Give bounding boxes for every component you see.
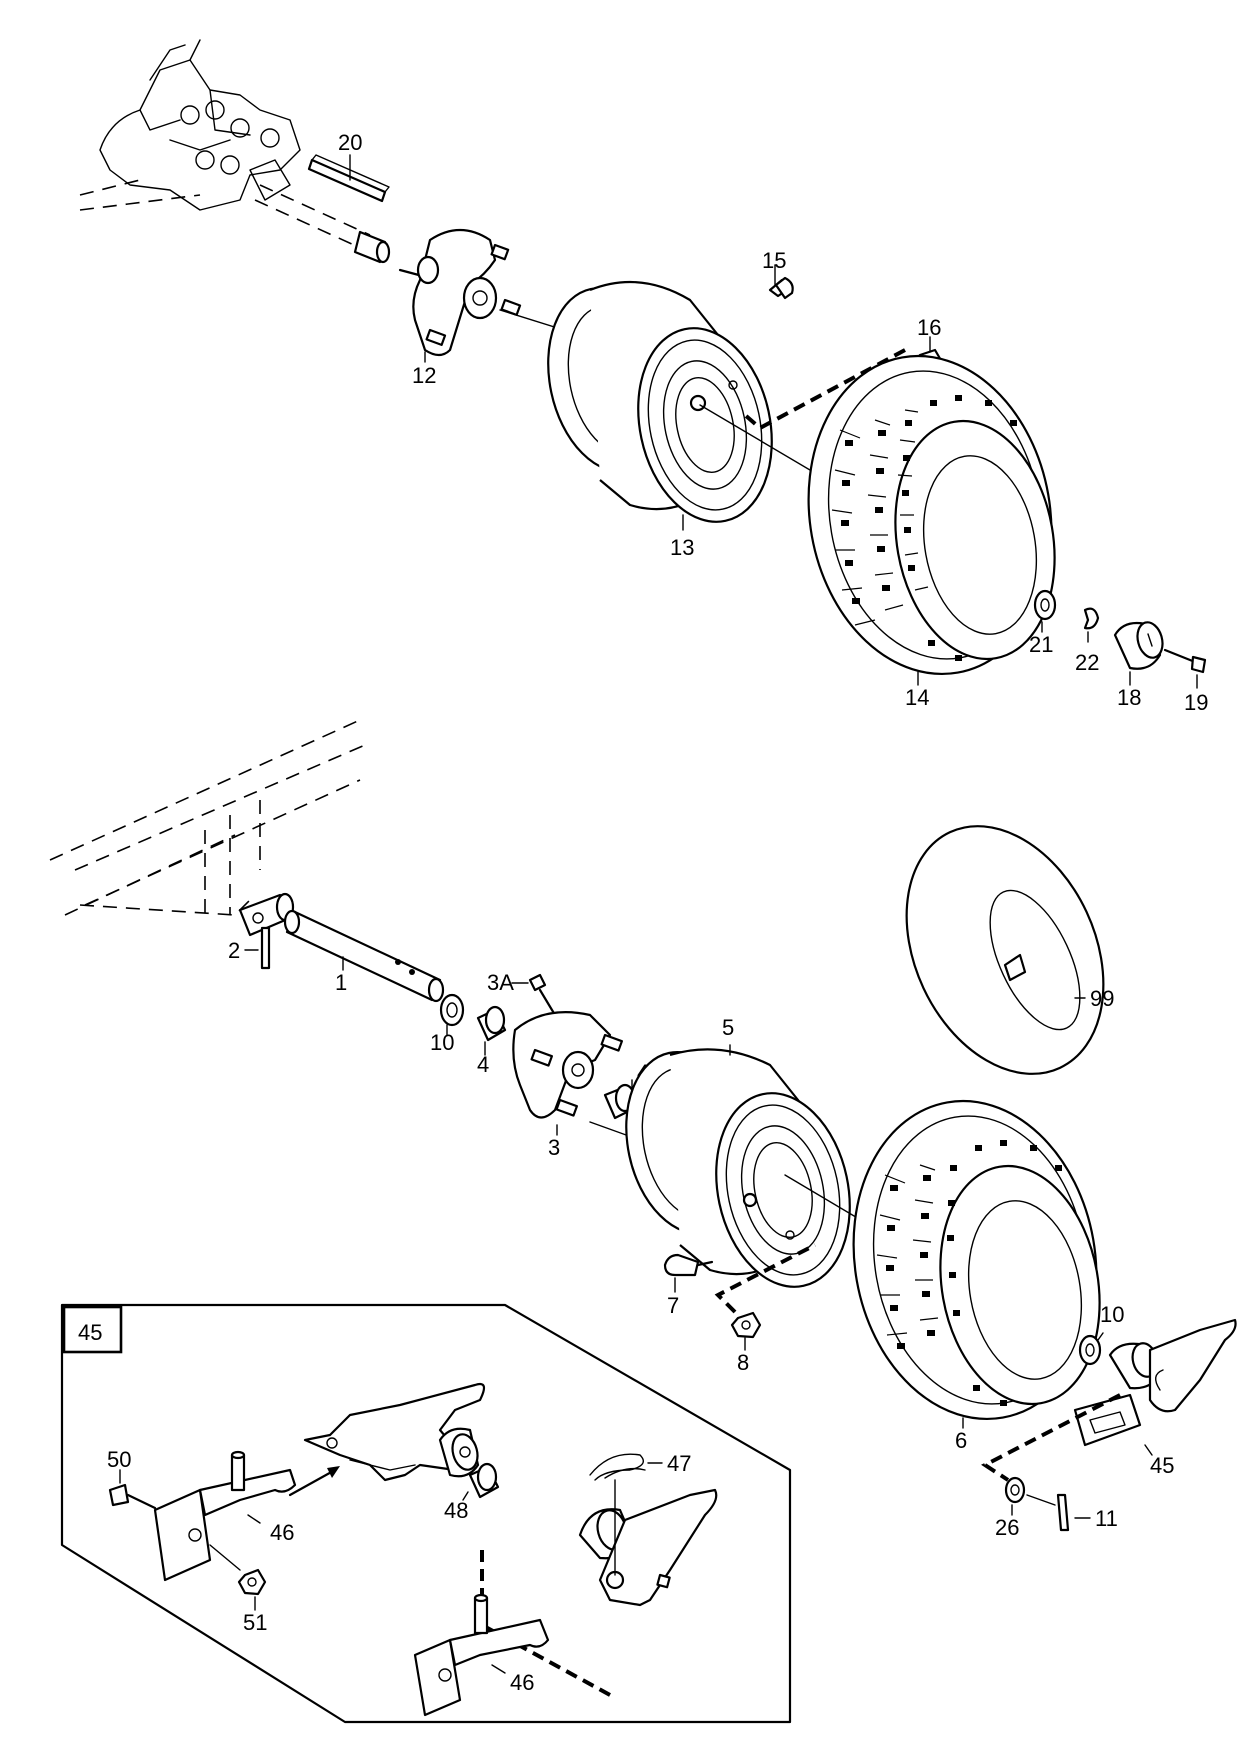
lug-nut-part-8 xyxy=(730,1311,762,1339)
e-ring-part-22 xyxy=(1083,607,1100,630)
inset-nut-part-51 xyxy=(237,1568,267,1596)
washer-part-10-inner xyxy=(439,993,465,1027)
inset-bolt-part-50 xyxy=(108,1483,157,1510)
callout-46-left: 46 xyxy=(270,1520,294,1545)
callout-99: 99 xyxy=(1090,986,1114,1011)
callout-2: 2 xyxy=(228,938,240,963)
axle-stub xyxy=(353,230,391,264)
inset-title: 45 xyxy=(78,1320,102,1345)
rim-part-5 xyxy=(625,1048,851,1288)
hub-cap-part-18 xyxy=(1113,621,1164,670)
washer-part-21 xyxy=(1033,589,1057,621)
callout-20: 20 xyxy=(338,130,362,155)
washer-part-10-outer xyxy=(1078,1334,1102,1366)
callout-22: 22 xyxy=(1075,650,1099,675)
key-part-20 xyxy=(307,154,390,203)
callout-3: 3 xyxy=(548,1135,560,1160)
inset-bracket-part-46-bottom xyxy=(413,1593,550,1717)
washer-part-26 xyxy=(1004,1476,1026,1504)
callout-5: 5 xyxy=(722,1015,734,1040)
inset-bushing-part-48 xyxy=(468,1462,500,1499)
inset-bracket-part-46-left xyxy=(153,1450,297,1582)
callout-1: 1 xyxy=(335,970,347,995)
hub-part-12 xyxy=(398,229,522,357)
callout-3a: 3A xyxy=(487,970,514,995)
callout-11: 11 xyxy=(1095,1506,1118,1531)
transaxle-housing xyxy=(79,39,301,211)
tire-part-6 xyxy=(852,1099,1101,1421)
cotter-pin-part-11 xyxy=(1056,1493,1070,1532)
callout-46-bottom: 46 xyxy=(510,1670,534,1695)
callout-21: 21 xyxy=(1029,632,1053,657)
bolt-part-19 xyxy=(1163,648,1207,674)
rim-part-13 xyxy=(547,280,773,523)
callout-51: 51 xyxy=(243,1610,267,1635)
callout-6: 6 xyxy=(955,1428,967,1453)
grease-fitting-part-3a xyxy=(528,973,557,1017)
callout-16: 16 xyxy=(917,315,941,340)
callout-8: 8 xyxy=(737,1350,749,1375)
axle-top xyxy=(259,184,371,236)
callout-10-inner: 10 xyxy=(430,1030,454,1055)
callout-48: 48 xyxy=(444,1498,468,1523)
pin-part-2 xyxy=(260,926,271,970)
tire-part-14 xyxy=(807,354,1056,676)
inset-hitch-body xyxy=(578,1479,718,1607)
axle-part-1 xyxy=(283,909,445,1003)
callout-14: 14 xyxy=(905,685,929,710)
callout-45: 45 xyxy=(1150,1453,1174,1478)
callout-4-left: 4 xyxy=(477,1052,489,1077)
callout-12: 12 xyxy=(412,363,436,388)
valve-stem-part-15 xyxy=(768,276,794,300)
inner-tube-part-99 xyxy=(905,825,1105,1075)
inset-detail-45 xyxy=(60,1303,792,1724)
inset-bracket-upper xyxy=(303,1382,486,1482)
callout-19: 19 xyxy=(1184,690,1208,715)
callout-10-outer: 10 xyxy=(1100,1302,1124,1327)
valve-stem-part-7 xyxy=(663,1253,714,1277)
hub-part-3 xyxy=(512,1011,624,1119)
hitch-assembly-part-45 xyxy=(1073,1318,1237,1447)
frame-outline xyxy=(49,719,366,916)
callout-15: 15 xyxy=(762,248,786,273)
callout-47: 47 xyxy=(667,1451,691,1476)
bushing-part-4-left xyxy=(476,1005,507,1042)
callout-7: 7 xyxy=(667,1293,679,1318)
callout-18: 18 xyxy=(1117,685,1141,710)
callout-13: 13 xyxy=(670,535,694,560)
callout-50: 50 xyxy=(107,1447,131,1472)
inset-clip-part-47 xyxy=(589,1453,646,1481)
callout-26: 26 xyxy=(995,1515,1019,1540)
